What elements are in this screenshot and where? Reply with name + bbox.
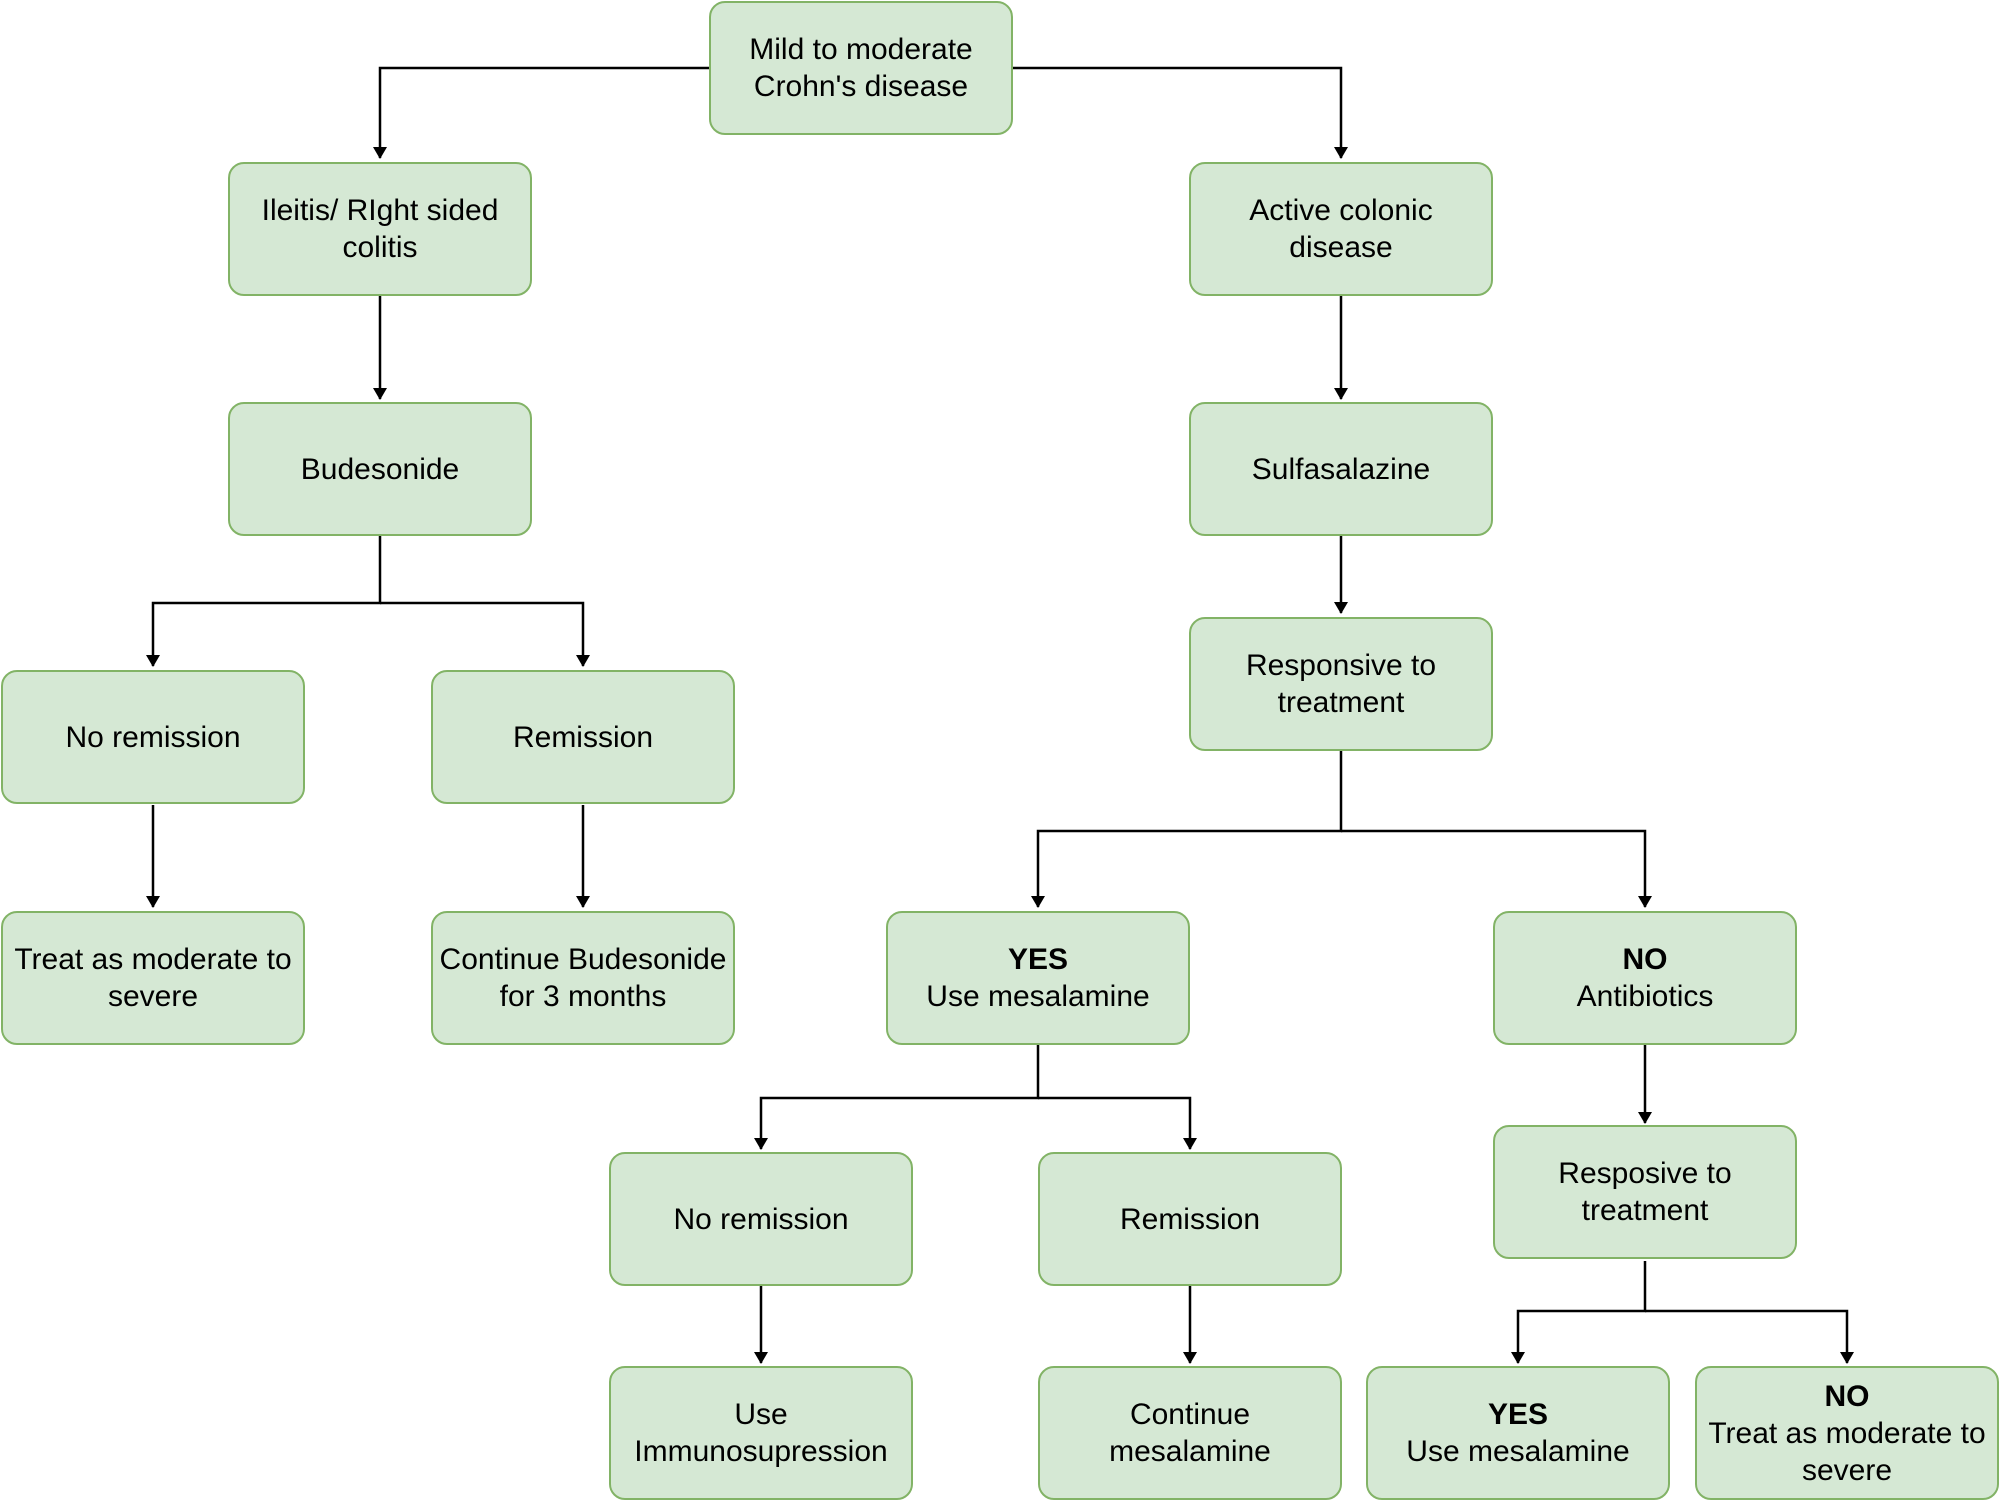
node-text-line: Remission <box>1119 1202 1261 1236</box>
node-text-line: Resposive to <box>1558 1157 1732 1190</box>
node-text-line: Immunosupression <box>634 1435 888 1468</box>
node-sulfasalazine: Sulfasalazine <box>1189 402 1493 536</box>
node-no-antibiotics: NO Antibiotics <box>1493 911 1797 1045</box>
node-bold-label: NO <box>1622 943 1668 976</box>
node-text-line: Mild to moderate <box>749 33 973 66</box>
node-no-treat-as-moderate-to-severe: NO Treat as moderate to severe <box>1695 1366 1999 1500</box>
node-budesonide: Budesonide <box>228 402 532 536</box>
node-no-remission-mid: No remission <box>609 1152 913 1286</box>
node-yes-use-mesalamine: YES Use mesalamine <box>886 911 1190 1045</box>
node-text-line: treatment <box>1581 1194 1709 1227</box>
node-text-line: No remission <box>673 1202 849 1236</box>
connector-resposive-to-no <box>1645 1309 1854 1364</box>
connector-resposive-to-yes <box>1511 1261 1647 1364</box>
node-text-line: Continue Budesonide <box>439 943 727 976</box>
node-text-line: Antibiotics <box>1576 980 1714 1013</box>
node-text-line: Sulfasalazine <box>1251 452 1431 486</box>
connector-yes-to-no-remission <box>754 1045 1040 1150</box>
node-text-line: for 3 months <box>499 980 667 1013</box>
node-treat-as-moderate-to-severe: Treat as moderate to severe <box>1 911 305 1045</box>
node-no-remission-left: No remission <box>1 670 305 804</box>
node-text-line: Budesonide <box>300 452 460 486</box>
node-active-colonic-disease: Active colonic disease <box>1189 162 1493 296</box>
node-text-line: Ileitis/ RIght sided <box>261 194 499 227</box>
node-responsive-to-treatment: Responsive to treatment <box>1189 617 1493 751</box>
node-text-line: severe <box>1801 1453 1893 1487</box>
connector-root-to-ileitis <box>373 66 709 159</box>
node-use-immunosupression: Use Immunosupression <box>609 1366 913 1500</box>
connector-budesonide-to-remission <box>380 601 590 667</box>
node-text-line: Continue mesalamine <box>1109 1398 1271 1468</box>
node-text-line: Use mesalamine <box>1406 1435 1630 1468</box>
connector-responsive-to-yes <box>1031 751 1343 908</box>
connector-budesonide-to-no-remission <box>146 536 382 667</box>
connector-responsive-to-no <box>1341 829 1652 908</box>
node-mild-to-moderate-crohns: Mild to moderate Crohn's disease <box>709 1 1013 135</box>
node-text-line: Treat as moderate to <box>14 943 292 976</box>
node-remission-left: Remission <box>431 670 735 804</box>
node-text-line: Use <box>734 1398 788 1431</box>
node-bold-label: YES <box>1487 1398 1549 1431</box>
node-continue-mesalamine: Continue mesalamine <box>1038 1366 1342 1500</box>
node-text-line: Remission <box>512 720 654 754</box>
node-remission-mid: Remission <box>1038 1152 1342 1286</box>
node-text-line: Treat as moderate to <box>1708 1416 1986 1450</box>
node-resposive-to-treatment: Resposive to treatment <box>1493 1125 1797 1259</box>
node-text-line: Use mesalamine <box>926 980 1150 1013</box>
node-yes-use-mesalamine-2: YES Use mesalamine <box>1366 1366 1670 1500</box>
node-text-line: No remission <box>65 720 241 754</box>
node-text-line: treatment <box>1277 686 1405 719</box>
node-text-line: Active colonic <box>1249 194 1433 227</box>
node-continue-budesonide: Continue Budesonide for 3 months <box>431 911 735 1045</box>
node-ileitis-right-sided-colitis: Ileitis/ RIght sided colitis <box>228 162 532 296</box>
connector-yes-to-remission <box>1038 1096 1197 1150</box>
node-bold-label: NO <box>1824 1379 1870 1413</box>
node-text-line: disease <box>1289 231 1393 264</box>
node-text-line: colitis <box>342 231 418 264</box>
node-text-line: Crohn's disease <box>753 70 969 103</box>
node-bold-label: YES <box>1007 943 1069 976</box>
node-text-line: severe <box>107 980 199 1013</box>
node-text-line: Responsive to <box>1245 649 1437 682</box>
connector-root-to-colonic <box>1013 66 1348 159</box>
